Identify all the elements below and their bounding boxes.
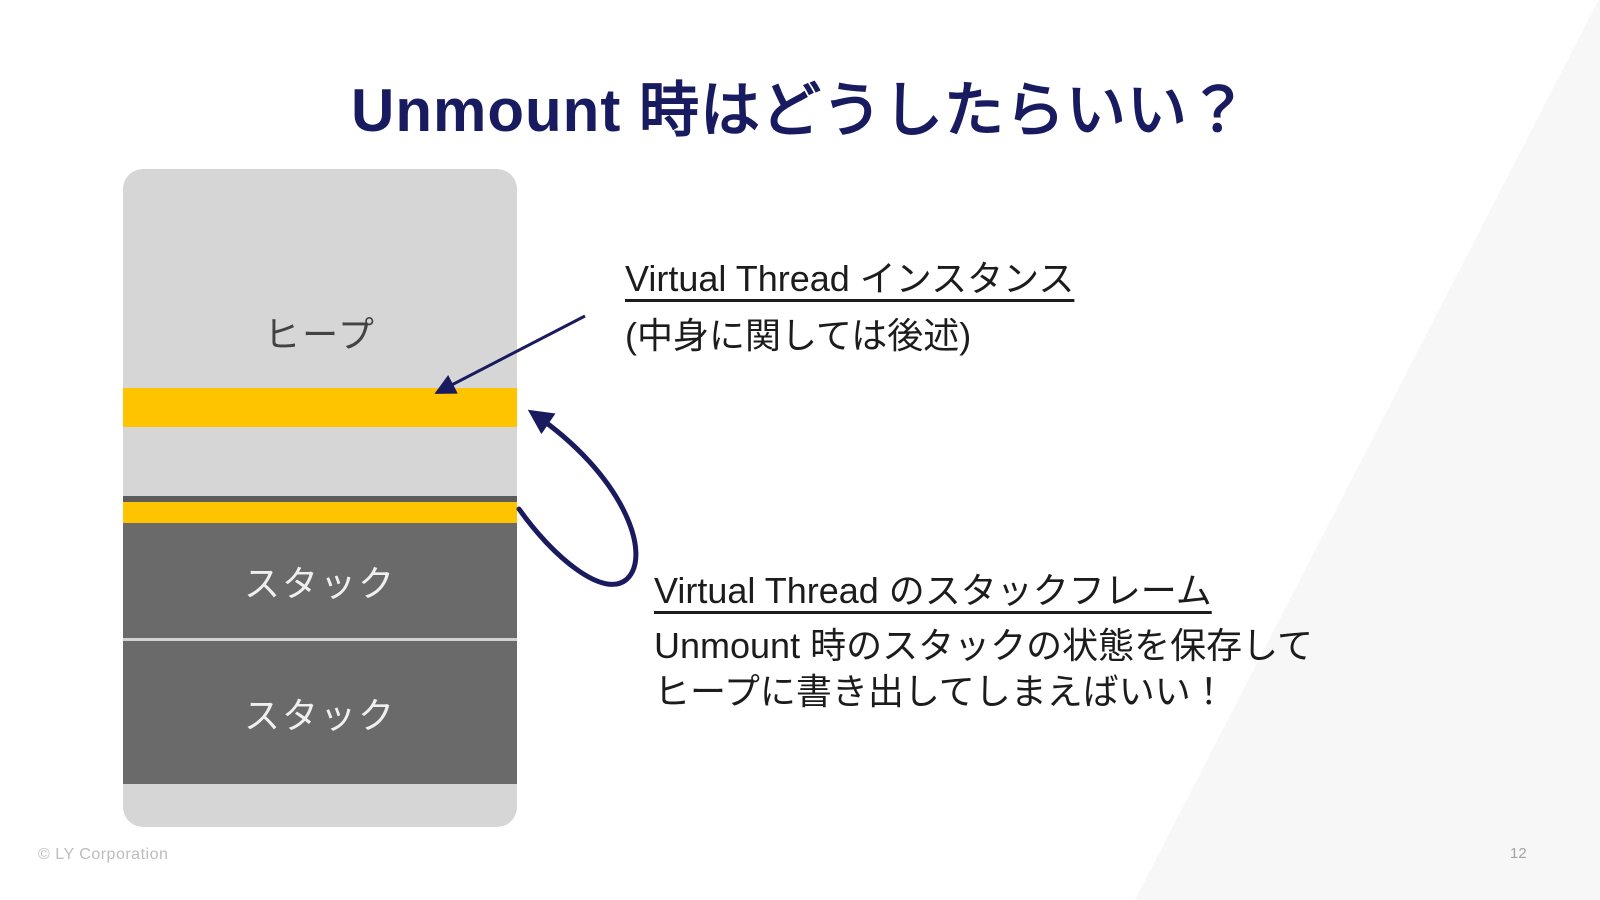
heap-section: ヒープ xyxy=(123,169,517,388)
stack-label-2: スタック xyxy=(243,694,396,736)
memory-diagram: ヒープ スタック スタック xyxy=(123,169,517,827)
stack-section-1: スタック xyxy=(123,523,517,638)
annotation-vt-instance: Virtual Thread インスタンス (中身に関しては後述) xyxy=(625,256,1074,359)
vt-instance-note: (中身に関しては後述) xyxy=(625,315,972,356)
vt-stackframe-body-2: ヒープに書き出してしまえばいい！ xyxy=(654,671,1227,712)
stack-divider xyxy=(123,638,517,641)
vt-instance-title: Virtual Thread インスタンス xyxy=(625,258,1075,299)
footer-copyright: © LY Corporation xyxy=(38,846,169,863)
stack-section-2: スタック xyxy=(123,641,517,784)
vt-stackframe-body-1: Unmount 時のスタックの状態を保存して xyxy=(654,625,1313,666)
page-number: 12 xyxy=(1510,845,1527,862)
stack-top-divider xyxy=(123,496,517,502)
annotation-vt-stackframe: Virtual Thread のスタックフレーム Unmount 時のスタックの… xyxy=(654,568,1313,715)
slide-title: Unmount 時はどうしたらいい？ xyxy=(351,77,1249,144)
heap-label: ヒープ xyxy=(264,314,376,355)
stack-label-1: スタック xyxy=(243,562,396,604)
vt-stackframe-band xyxy=(123,502,517,523)
heap-gap-section xyxy=(123,427,517,496)
curved-arrow xyxy=(516,409,639,587)
vt-instance-band xyxy=(123,388,517,427)
vt-stackframe-title: Virtual Thread のスタックフレーム xyxy=(654,570,1212,611)
diagram-bottom-section xyxy=(123,784,517,827)
